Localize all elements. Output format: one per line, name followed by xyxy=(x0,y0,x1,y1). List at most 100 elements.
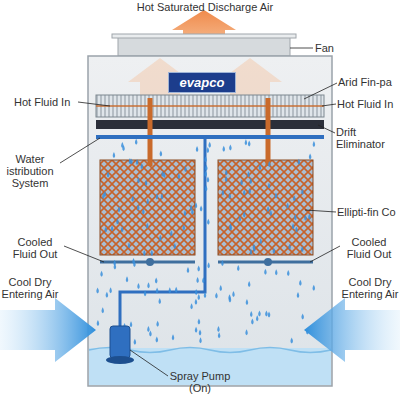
water-drop xyxy=(175,287,178,293)
water-drop xyxy=(298,159,301,165)
water-drop xyxy=(178,173,181,179)
water-drop xyxy=(239,216,242,222)
water-drop xyxy=(218,332,221,338)
water-drop xyxy=(151,250,154,256)
water-drop xyxy=(253,244,256,250)
water-drop xyxy=(293,195,296,201)
water-drop xyxy=(240,179,243,185)
water-drop xyxy=(294,214,297,220)
water-drop xyxy=(288,244,291,250)
water-drop xyxy=(256,315,259,321)
water-drop xyxy=(202,277,205,283)
water-drop xyxy=(248,188,251,194)
water-drop xyxy=(268,161,271,167)
leader-line xyxy=(64,246,104,262)
water-drop xyxy=(96,288,99,294)
water-drop xyxy=(146,223,149,229)
leader-line xyxy=(60,138,100,163)
water-drop xyxy=(134,339,137,345)
water-drop xyxy=(273,248,276,254)
water-drop xyxy=(229,193,232,199)
water-drop xyxy=(101,307,104,313)
callout-label: Hot Fluid In xyxy=(337,98,393,110)
water-drop xyxy=(102,193,105,199)
air-inlet-arrow xyxy=(0,298,96,362)
callout-label: Fan xyxy=(315,42,334,54)
outlet-connection xyxy=(146,258,154,266)
water-drop xyxy=(223,146,226,152)
water-drop xyxy=(130,159,133,165)
water-drop xyxy=(196,277,199,283)
water-drop xyxy=(275,193,278,199)
water-drop xyxy=(295,227,298,233)
leader-line xyxy=(322,104,336,106)
water-drop xyxy=(135,139,138,145)
water-drop xyxy=(205,185,208,191)
water-drop xyxy=(141,163,144,169)
callout-label: Cooled Fluid Out xyxy=(6,236,64,260)
water-drop xyxy=(105,226,108,232)
spray-header xyxy=(96,135,324,139)
water-drop xyxy=(114,264,117,270)
outlet-connection xyxy=(264,258,272,266)
water-drop xyxy=(172,334,175,340)
water-drop xyxy=(156,321,159,327)
water-drop xyxy=(225,169,228,175)
water-drop xyxy=(264,269,267,275)
fan-ring xyxy=(112,34,296,38)
water-drop xyxy=(232,291,235,297)
callout-label: Cool Dry Entering Air xyxy=(0,276,60,300)
water-drop xyxy=(259,164,262,170)
water-drop xyxy=(137,283,140,289)
water-drop xyxy=(309,154,312,160)
water-drop xyxy=(116,218,119,224)
leader-line xyxy=(130,350,168,376)
callout-label: Arid Fin-pa xyxy=(338,76,392,88)
leader-line xyxy=(304,83,337,99)
water-drop xyxy=(161,193,164,199)
water-drop xyxy=(147,326,150,332)
water-drop xyxy=(155,277,158,283)
water-drop xyxy=(229,145,232,151)
water-drop xyxy=(304,215,307,221)
water-drop xyxy=(299,280,302,286)
water-drop xyxy=(143,250,146,256)
water-drop xyxy=(146,198,149,204)
water-drop xyxy=(245,329,248,335)
leader-line xyxy=(305,210,336,212)
water-drop xyxy=(163,172,166,178)
leader-line xyxy=(290,48,313,49)
water-drop xyxy=(200,206,203,212)
water-drop xyxy=(245,139,248,145)
water-drop xyxy=(207,176,210,182)
water-drop xyxy=(156,194,159,200)
water-drop xyxy=(106,292,109,298)
leader-line xyxy=(310,246,340,262)
water-drop xyxy=(198,319,201,325)
water-drop xyxy=(160,151,163,157)
water-drop xyxy=(207,262,210,268)
callout-label: Hot Fluid In xyxy=(14,96,70,108)
water-drop xyxy=(267,206,270,212)
water-drop xyxy=(195,327,198,333)
water-drop xyxy=(149,330,152,336)
water-drop xyxy=(259,238,262,244)
water-drop xyxy=(207,147,210,153)
water-drop xyxy=(250,249,253,255)
water-drop xyxy=(145,180,148,186)
water-drop xyxy=(196,146,199,152)
water-drop xyxy=(217,326,220,332)
leader-line xyxy=(78,102,110,106)
water-drop xyxy=(250,178,253,184)
callout-label: Cooled Fluid Out xyxy=(340,236,398,260)
water-drop xyxy=(258,310,261,316)
water-drop xyxy=(144,290,147,296)
water-drop xyxy=(208,142,211,148)
water-drop xyxy=(225,176,228,182)
water-drop xyxy=(221,260,224,266)
water-drop xyxy=(199,330,202,336)
callout-label: Ellipti-fin Co xyxy=(337,206,396,218)
water-drop xyxy=(248,141,251,147)
callout-label: Cool Dry Entering Air xyxy=(340,276,400,300)
